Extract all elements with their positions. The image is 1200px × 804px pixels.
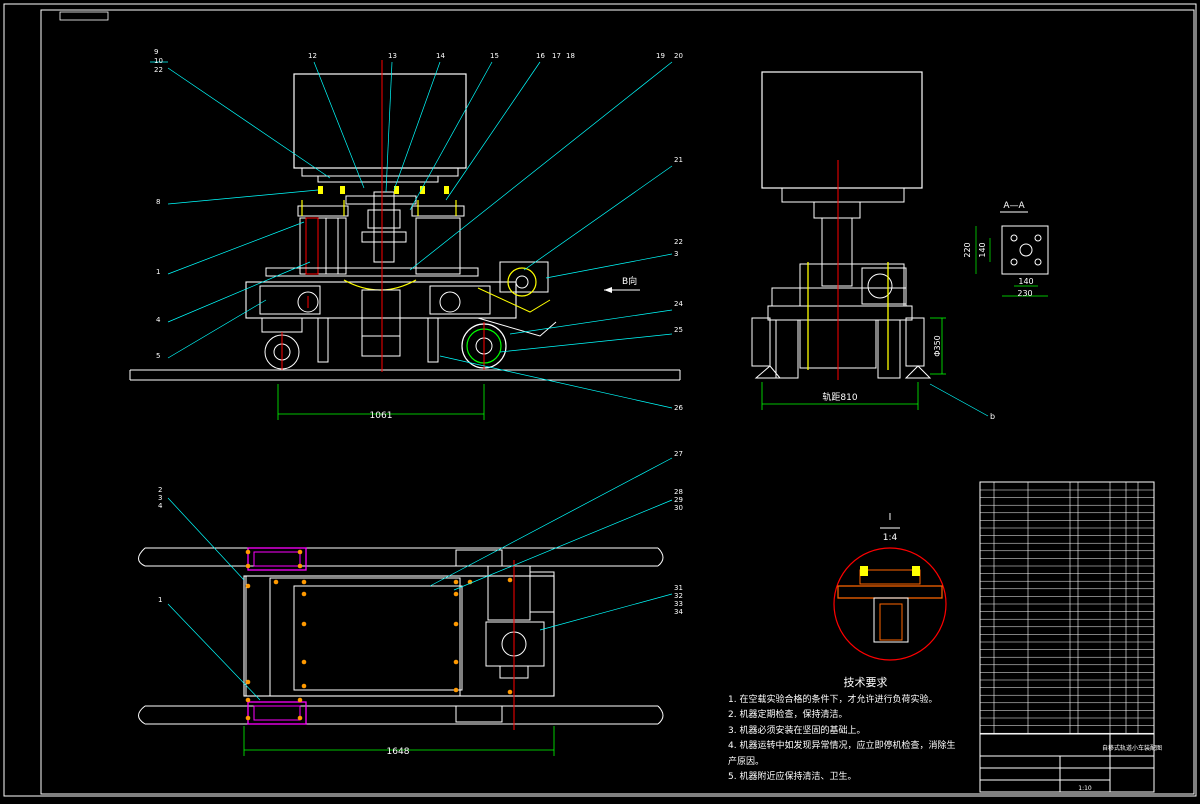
balloon-label: 3 bbox=[158, 494, 162, 502]
balloon-label: 27 bbox=[674, 450, 683, 458]
section-aa: A—A 220 140 140 230 bbox=[963, 201, 1049, 298]
bolt-mark bbox=[301, 621, 307, 627]
balloon-label: 2 bbox=[158, 486, 162, 494]
bolt-mark bbox=[245, 679, 251, 685]
title-block-number: 1:10 bbox=[1078, 785, 1092, 792]
bolt-mark bbox=[273, 579, 279, 585]
balloon-label: 4 bbox=[156, 316, 161, 324]
side-gauge-label: 轨距810 bbox=[822, 391, 857, 403]
balloon-label: 31 bbox=[674, 584, 683, 592]
title-block-name: 自移式轨道小车装配图 bbox=[1102, 744, 1162, 752]
bolt-mark bbox=[245, 583, 251, 589]
bolt-mark bbox=[245, 549, 251, 555]
bolt-mark bbox=[453, 579, 459, 585]
bom-table: 自移式轨道小车装配图 1:10 bbox=[979, 481, 1162, 793]
plan-bolts bbox=[245, 549, 513, 721]
balloon-label: 8 bbox=[156, 198, 160, 206]
bolt-mark bbox=[453, 591, 459, 597]
tech-item: 5. 机器附近应保持清洁、卫生。 bbox=[728, 772, 857, 782]
balloon-label: 32 bbox=[674, 592, 683, 600]
balloon-label: 5 bbox=[156, 352, 160, 360]
tech-requirements: 技术要求 1. 在空载实验合格的条件下，才允许进行负荷实验。 2. 机器定期检查… bbox=[728, 675, 963, 786]
arrow-b-label: B向 bbox=[622, 275, 637, 287]
aa-dim-1: 220 bbox=[963, 242, 972, 257]
bolt-mark bbox=[507, 689, 513, 695]
bolt-mark bbox=[301, 579, 307, 585]
balloon-label: 15 bbox=[490, 52, 499, 60]
balloon-label: 9 bbox=[154, 48, 158, 56]
balloon-label: 26 bbox=[674, 404, 683, 412]
balloon-label: 19 bbox=[656, 52, 665, 60]
tech-title: 技术要求 bbox=[843, 676, 888, 689]
balloon-label: 13 bbox=[388, 52, 397, 60]
tech-item: 3. 机器必须安装在坚固的基础上。 bbox=[728, 725, 866, 736]
bolt-mark bbox=[297, 697, 303, 703]
front-dim-label: 1061 bbox=[370, 411, 393, 421]
detail-scale: 1:4 bbox=[883, 533, 898, 543]
balloon-label: 34 bbox=[674, 608, 683, 616]
balloon-label: 3 bbox=[674, 250, 678, 258]
bolt-mark bbox=[297, 715, 303, 721]
bolt-mark bbox=[301, 683, 307, 689]
bolt-mark bbox=[245, 715, 251, 721]
balloon-label: 33 bbox=[674, 600, 683, 608]
balloon-label: 24 bbox=[674, 300, 683, 308]
aa-dim-4: 230 bbox=[1017, 289, 1032, 298]
balloon-label: 21 bbox=[674, 156, 683, 164]
balloon-label: 1 bbox=[158, 596, 162, 604]
bolt-mark bbox=[453, 687, 459, 693]
balloon-label: 12 bbox=[308, 52, 317, 60]
balloon-label: 30 bbox=[674, 504, 683, 512]
plan-dim-label: 1648 bbox=[387, 747, 410, 757]
balloon-label: 1 bbox=[156, 268, 160, 276]
aa-dim-2: 140 bbox=[978, 242, 987, 257]
plan-view: 1648 bbox=[138, 457, 673, 757]
side-view: 轨距810 Φ350 b bbox=[751, 71, 995, 421]
balloon-label: 25 bbox=[674, 326, 683, 334]
balloon-label: 10 bbox=[154, 57, 163, 65]
balloon-label: 20 bbox=[674, 52, 683, 60]
bolt-mark bbox=[245, 697, 251, 703]
aa-dim-3: 140 bbox=[1018, 277, 1033, 286]
balloon-label: 16 bbox=[536, 52, 545, 60]
balloon-label: 22 bbox=[154, 66, 163, 74]
detail-label: I bbox=[889, 512, 892, 523]
detail-i: I 1:4 bbox=[833, 512, 947, 661]
tech-item: 2. 机器定期检查，保持清洁。 bbox=[728, 710, 848, 720]
balloon-label: 22 bbox=[674, 238, 683, 246]
bolt-mark bbox=[301, 591, 307, 597]
bolt-mark bbox=[301, 659, 307, 665]
balloon-label: 4 bbox=[158, 502, 163, 510]
section-aa-label: A—A bbox=[1003, 201, 1025, 211]
balloon-label: 28 bbox=[674, 488, 683, 496]
bolt-mark bbox=[297, 549, 303, 555]
balloon-label: 17 bbox=[552, 52, 561, 60]
tech-item: 4. 机器运转中如发现异常情况，应立即停机检查，消除生产原因。 bbox=[728, 741, 956, 767]
tech-item: 1. 在空载实验合格的条件下，才允许进行负荷实验。 bbox=[728, 694, 938, 705]
bolt-mark bbox=[245, 563, 251, 569]
front-view: 1061 B向 bbox=[129, 60, 681, 421]
bolt-mark bbox=[453, 659, 459, 665]
balloon-label: 18 bbox=[566, 52, 575, 60]
bolt-mark bbox=[507, 577, 513, 583]
sheet-frame bbox=[3, 3, 1197, 797]
bolt-mark bbox=[297, 563, 303, 569]
side-balloon: b bbox=[990, 412, 995, 421]
side-height-label: Φ350 bbox=[933, 335, 942, 357]
balloon-label: 14 bbox=[436, 52, 445, 60]
bolt-mark bbox=[453, 621, 459, 627]
balloon-label: 29 bbox=[674, 496, 683, 504]
